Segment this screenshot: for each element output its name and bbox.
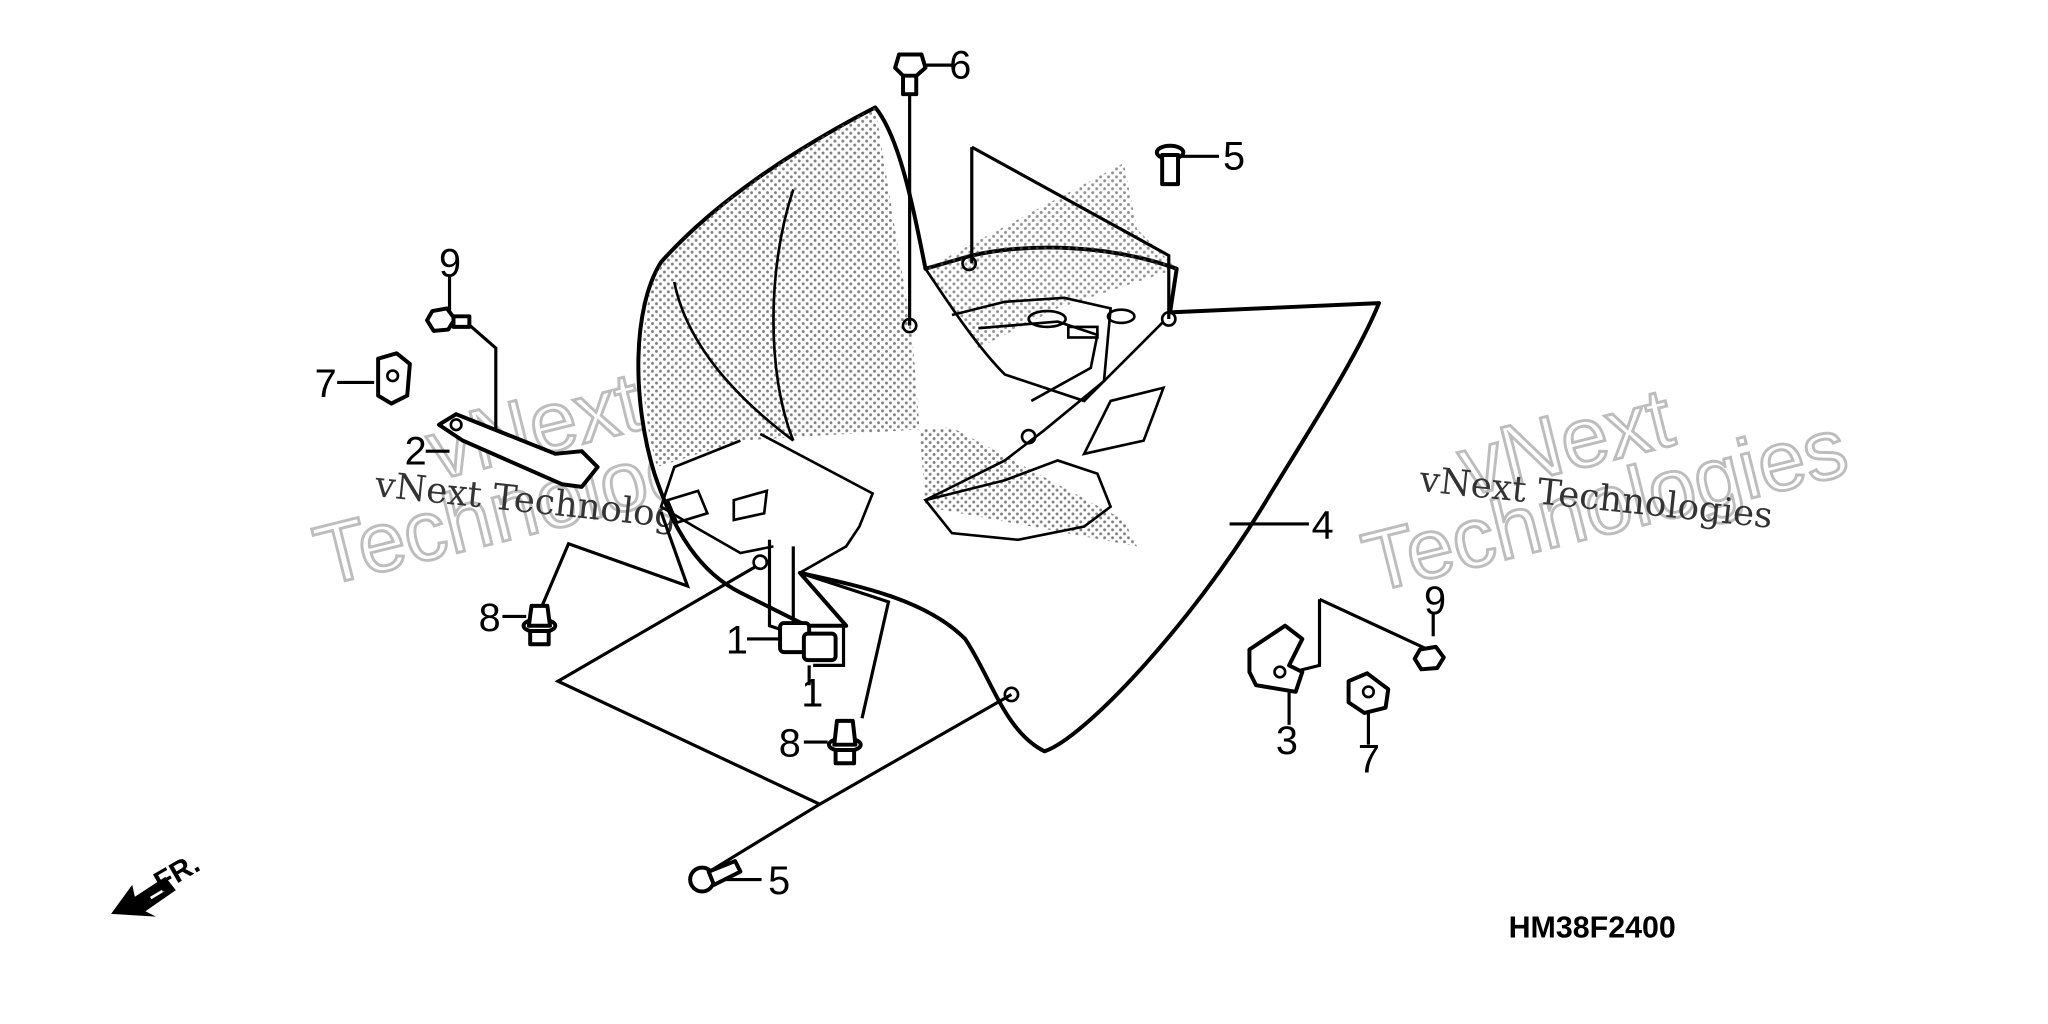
- callout-1b: 1: [801, 671, 823, 715]
- bracket-2: [436, 412, 600, 489]
- callout-1a: 1: [726, 618, 748, 662]
- callout-4: 4: [1312, 503, 1334, 547]
- callout-2: 2: [405, 429, 427, 473]
- push-rivet-8-right: [827, 718, 863, 766]
- bolt-9-left: [425, 306, 472, 333]
- callout-7b: 7: [1358, 737, 1380, 781]
- callout-7a: 7: [315, 362, 337, 406]
- bolt-9-right: [1412, 644, 1446, 672]
- callout-9b: 9: [1424, 579, 1446, 623]
- callout-labels: 1 1 2 3 4 5 5 6 7 7 8 8 9 9: [315, 43, 1446, 903]
- screw-5-bottom: [688, 859, 743, 894]
- front-direction-arrow: FR.: [111, 848, 205, 917]
- callout-9a: 9: [439, 242, 461, 286]
- clip-1-right: [801, 631, 838, 663]
- nut-7-left: [376, 351, 412, 406]
- rear-fender: [636, 105, 1381, 754]
- callout-6: 6: [949, 43, 971, 87]
- callout-8a: 8: [479, 596, 501, 640]
- watermark-right: vNext Technologies vNext Technologies: [1352, 368, 1857, 612]
- callout-5b: 5: [768, 859, 790, 903]
- bolt-6: [893, 52, 928, 97]
- callout-5a: 5: [1223, 135, 1245, 179]
- callout-3: 3: [1276, 719, 1298, 763]
- diagram-code: HM38F2400: [1509, 911, 1676, 945]
- nut-7-right: [1346, 671, 1391, 715]
- screw-5-top: [1154, 143, 1186, 187]
- bracket-3: [1247, 623, 1305, 694]
- callout-8b: 8: [779, 722, 801, 766]
- push-rivet-8-left: [521, 603, 558, 647]
